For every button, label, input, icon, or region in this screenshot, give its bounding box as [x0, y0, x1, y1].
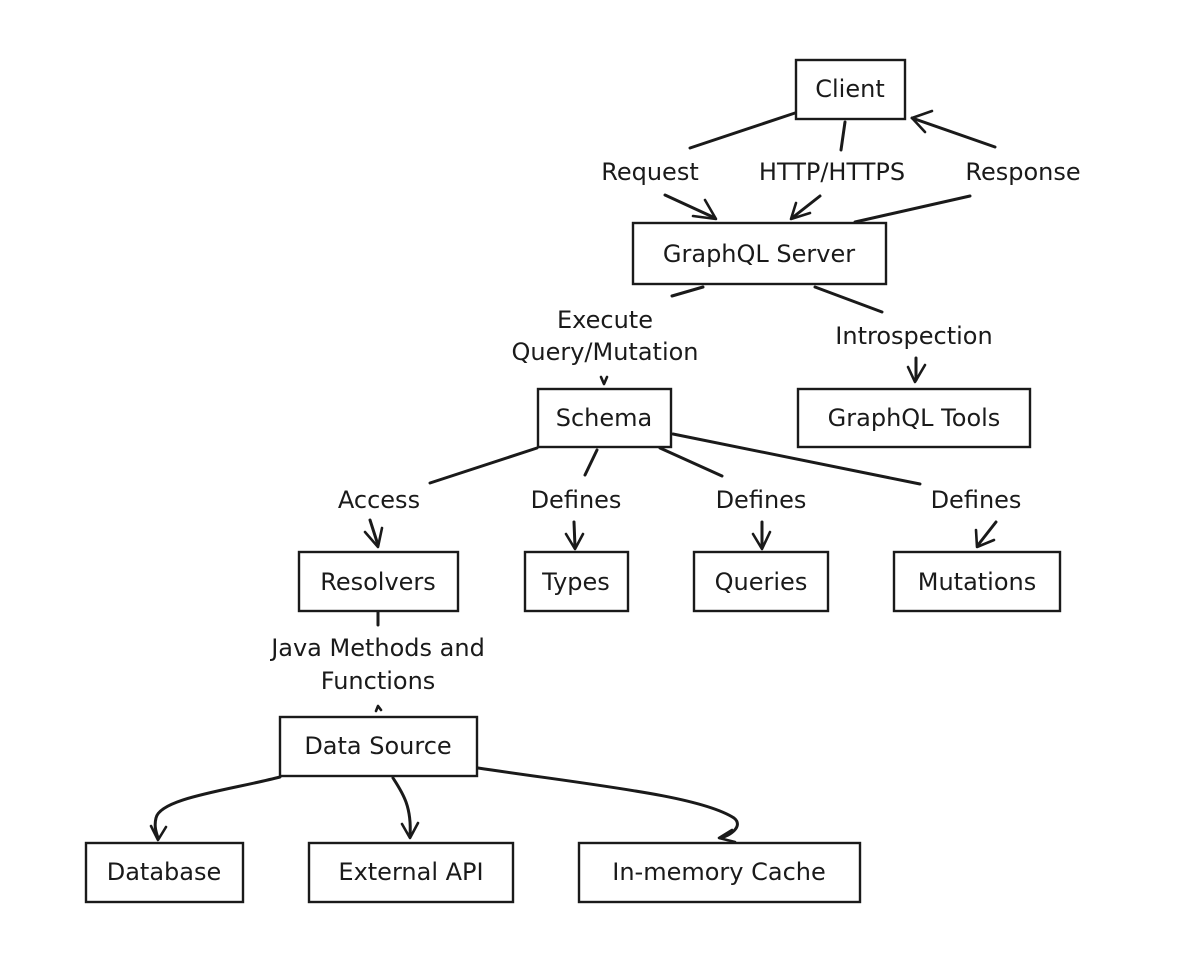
node-client: Client — [794, 58, 907, 121]
node-label-database: Database — [107, 858, 222, 886]
edge-external-api — [391, 776, 420, 840]
node-in-memory-cache: In-memory Cache — [577, 841, 862, 904]
node-resolvers: Resolvers — [297, 550, 460, 613]
edge-defines-types — [564, 448, 599, 551]
edge-label-java-line1: Java Methods and — [269, 634, 485, 662]
node-schema: Schema — [536, 387, 673, 449]
edge-http-https — [789, 120, 847, 221]
edge-defines-mutations — [671, 432, 998, 549]
edge-request — [663, 111, 797, 221]
node-external-api: External API — [307, 841, 515, 904]
edge-in-memory-cache — [476, 766, 739, 844]
node-label-client: Client — [815, 75, 884, 103]
node-database: Database — [84, 841, 245, 904]
edge-label-defines-types: Defines — [531, 486, 622, 514]
node-data-source: Data Source — [278, 715, 479, 778]
edge-label-http-https: HTTP/HTTPS — [759, 158, 905, 186]
edge-label-introspection: Introspection — [835, 322, 992, 350]
edge-label-defines-queries: Defines — [716, 486, 807, 514]
edge-java-methods — [374, 610, 383, 713]
edge-introspection — [813, 285, 927, 384]
node-queries: Queries — [692, 550, 830, 613]
node-mutations: Mutations — [892, 550, 1062, 613]
node-label-schema: Schema — [556, 404, 653, 432]
edge-label-response: Response — [965, 158, 1080, 186]
edge-database — [149, 775, 282, 842]
edge-access — [363, 446, 539, 549]
node-label-types: Types — [541, 568, 610, 596]
edge-label-request: Request — [601, 158, 699, 186]
node-label-graphql-server: GraphQL Server — [663, 240, 855, 268]
edge-label-access: Access — [338, 486, 420, 514]
node-graphql-tools: GraphQL Tools — [796, 387, 1032, 449]
node-label-resolvers: Resolvers — [320, 568, 436, 596]
node-label-graphql-tools: GraphQL Tools — [828, 404, 1001, 432]
node-label-external-api: External API — [338, 858, 483, 886]
edge-response — [853, 109, 997, 224]
node-graphql-server: GraphQL Server — [631, 221, 888, 286]
node-label-mutations: Mutations — [918, 568, 1037, 596]
node-label-data-source: Data Source — [304, 732, 451, 760]
edge-label-execute-line2: Query/Mutation — [511, 338, 698, 366]
edge-execute — [599, 285, 705, 386]
node-types: Types — [523, 550, 630, 613]
edge-label-execute-line1: Execute — [557, 306, 653, 334]
edge-defines-queries — [658, 446, 772, 551]
edge-label-defines-mutations: Defines — [931, 486, 1022, 514]
node-label-in-memory-cache: In-memory Cache — [612, 858, 826, 886]
node-label-queries: Queries — [715, 568, 808, 596]
edge-label-java-line2: Functions — [321, 667, 436, 695]
